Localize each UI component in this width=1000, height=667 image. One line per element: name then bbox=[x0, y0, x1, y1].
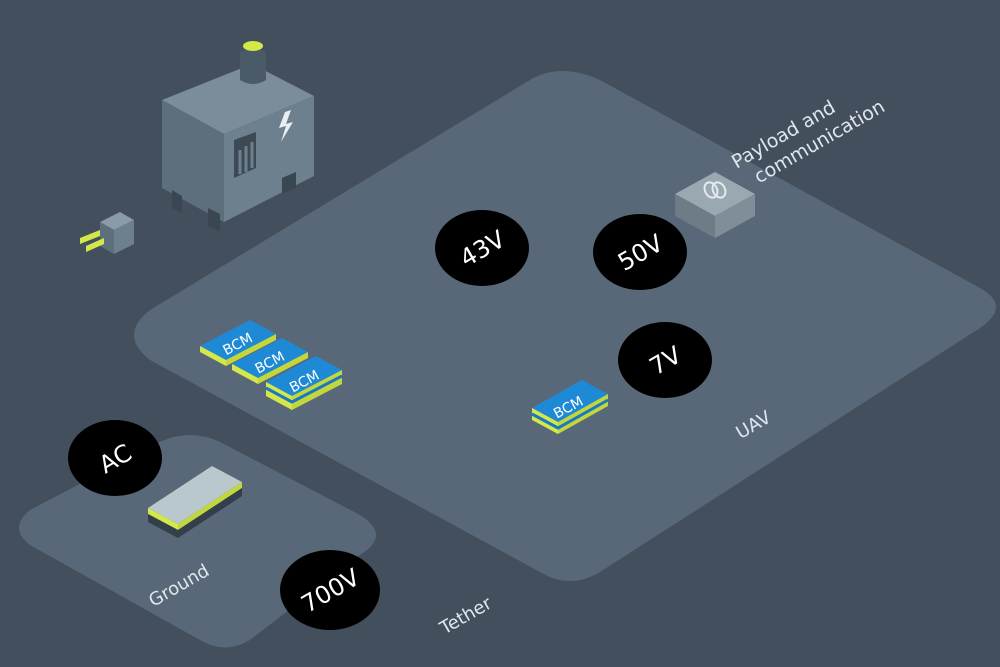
tether-label: Tether bbox=[436, 593, 496, 640]
ground-power-unit bbox=[148, 466, 242, 538]
voltage-badge-ac: AC bbox=[68, 420, 162, 496]
generator-icon bbox=[162, 41, 314, 232]
uav-platform bbox=[134, 71, 996, 581]
power-plug-icon bbox=[80, 212, 134, 254]
bcm-module: BCM bbox=[232, 338, 308, 384]
bcm-module: BCM bbox=[531, 380, 609, 434]
bcm-module: BCM bbox=[265, 356, 343, 410]
voltage-badge-700v: 700V bbox=[280, 550, 380, 630]
voltage-badge-50v: 50V bbox=[593, 214, 687, 290]
voltage-badge-7v: 7V bbox=[618, 322, 712, 398]
payload-module-icon bbox=[675, 172, 755, 238]
voltage-badge-43v: 43V bbox=[435, 210, 529, 286]
